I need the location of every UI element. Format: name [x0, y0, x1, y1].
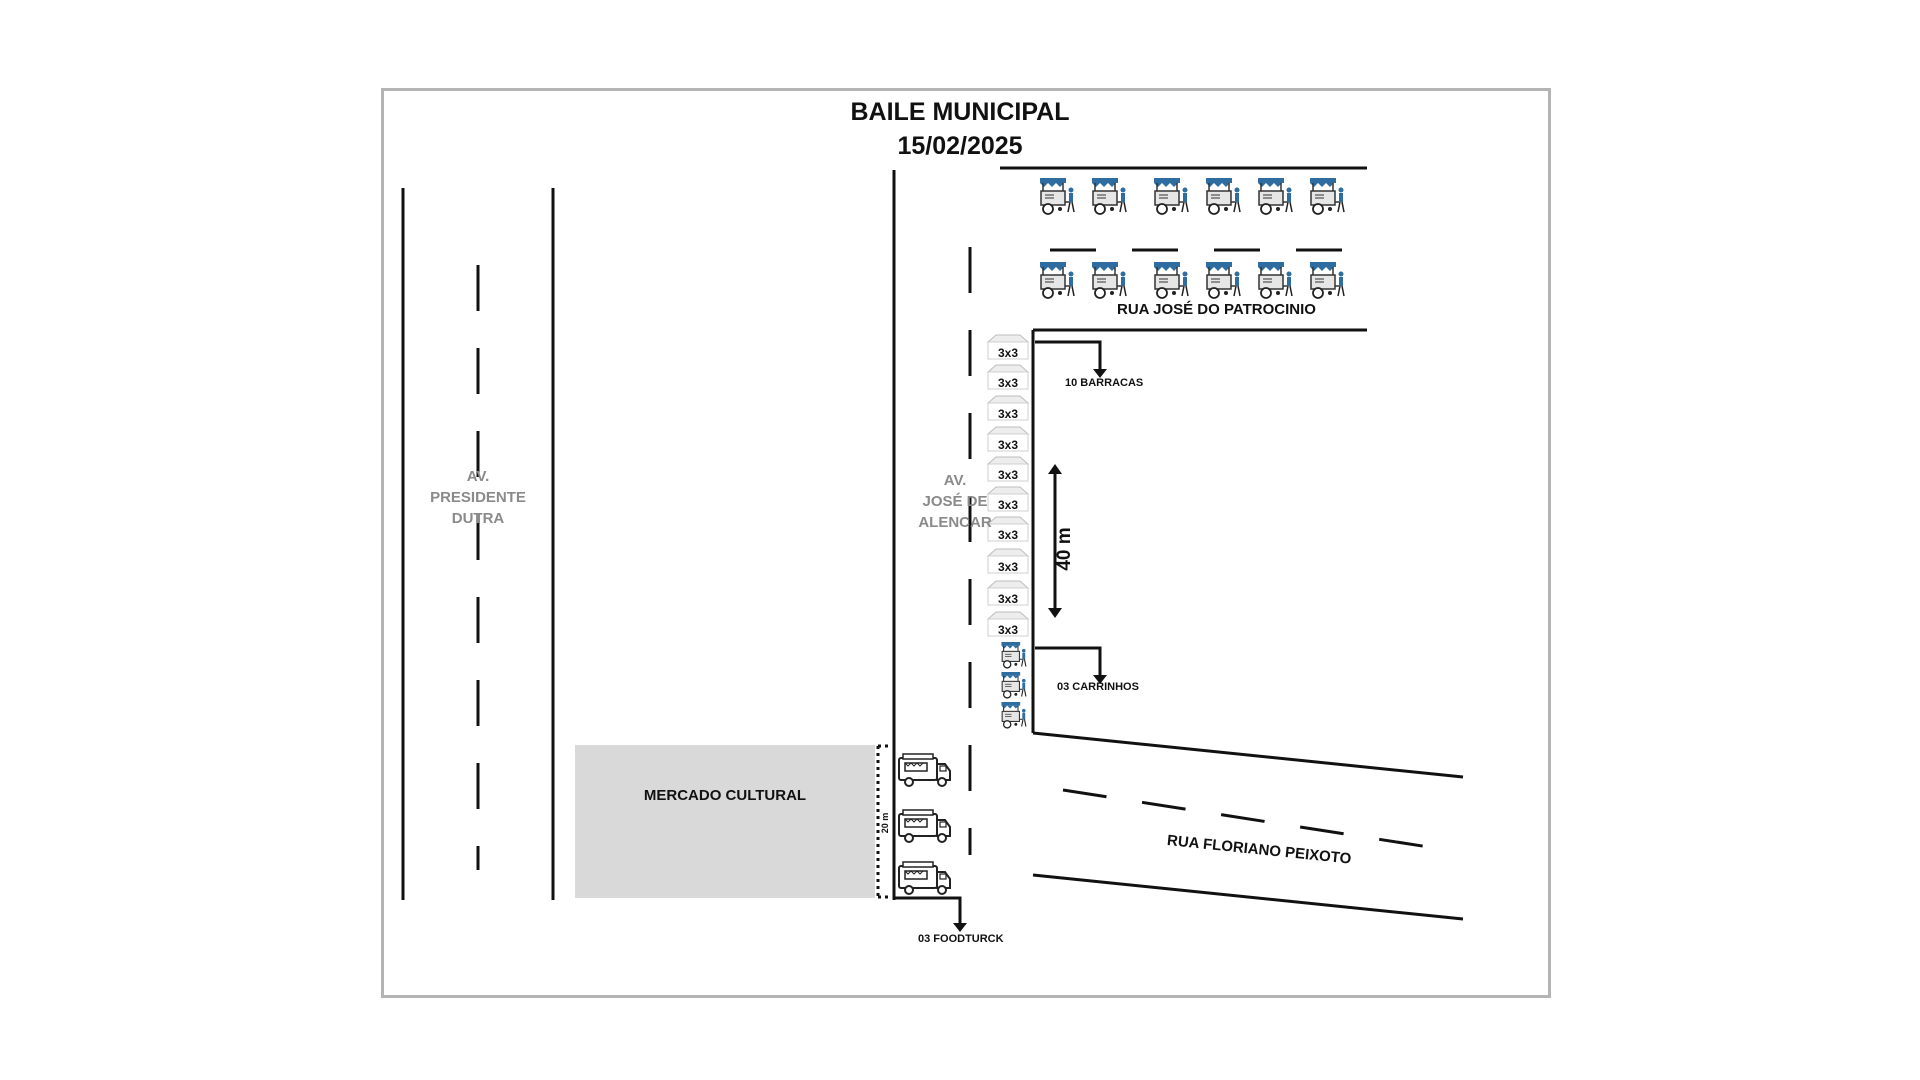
carts-side [1000, 641, 1027, 729]
food-cart-icon [1205, 177, 1241, 215]
food-trucks [898, 753, 951, 895]
event-date: 15/02/2025 [897, 132, 1023, 160]
food-cart-icon [1153, 261, 1189, 299]
tent-label: 3x3 [997, 560, 1019, 574]
tent-label: 3x3 [997, 592, 1019, 606]
label-av-jose-de-alencar: AV. JOSÉ DE ALENCAR [918, 472, 992, 531]
food-cart-icon [1000, 671, 1027, 699]
arrows [894, 340, 1102, 924]
mercado-cultural-area [575, 745, 875, 898]
food-cart-icon [1000, 641, 1027, 669]
food-truck-icon [898, 753, 951, 787]
label-03-foodtruck: 03 FOODTURCK [918, 933, 1004, 945]
food-cart-icon [1257, 261, 1293, 299]
tent-label: 3x3 [997, 407, 1019, 421]
road-presidente-dutra [401, 188, 555, 900]
label-10-barracas: 10 BARRACAS [1065, 377, 1144, 389]
arrow-heads [953, 369, 1107, 932]
foodtruck-zone [876, 744, 892, 899]
map-title: BAILE MUNICIPAL [850, 98, 1070, 126]
tent-label: 3x3 [997, 438, 1019, 452]
tent-label: 3x3 [997, 498, 1019, 512]
tent-label: 3x3 [997, 376, 1019, 390]
food-cart-icon [1039, 261, 1075, 299]
road-jose-de-alencar [892, 170, 1035, 900]
map-frame [381, 88, 1551, 998]
food-cart-icon [1091, 177, 1127, 215]
label-mercado-cultural: MERCADO CULTURAL [643, 787, 807, 804]
food-truck-icon [898, 809, 951, 843]
tent-label: 3x3 [997, 346, 1019, 360]
distance-20m: 20 m [880, 812, 890, 834]
food-cart-icon [1000, 701, 1027, 729]
tent-label: 3x3 [997, 623, 1019, 637]
carts-row-1 [1039, 177, 1345, 215]
food-truck-icon [898, 861, 951, 895]
food-cart-icon [1039, 177, 1075, 215]
food-cart-icon [1257, 177, 1293, 215]
road-jose-do-patrocinio [1000, 166, 1367, 332]
road-floriano-peixoto [1032, 731, 1464, 921]
food-cart-icon [1205, 261, 1241, 299]
food-cart-icon [1153, 177, 1189, 215]
food-cart-icon [1091, 261, 1127, 299]
label-rua-jose-do-patrocinio: RUA JOSÉ DO PATROCINIO [1117, 301, 1316, 318]
food-cart-icon [1309, 261, 1345, 299]
distance-40m: 40 m [1054, 527, 1075, 571]
tent-label: 3x3 [997, 528, 1019, 542]
carts-row-2 [1039, 261, 1345, 299]
tent-label: 3x3 [997, 468, 1019, 482]
label-03-carrinhos: 03 CARRINHOS [1057, 681, 1139, 693]
food-cart-icon [1309, 177, 1345, 215]
label-av-presidente-dutra: AV. PRESIDENTE DUTRA [430, 468, 526, 527]
